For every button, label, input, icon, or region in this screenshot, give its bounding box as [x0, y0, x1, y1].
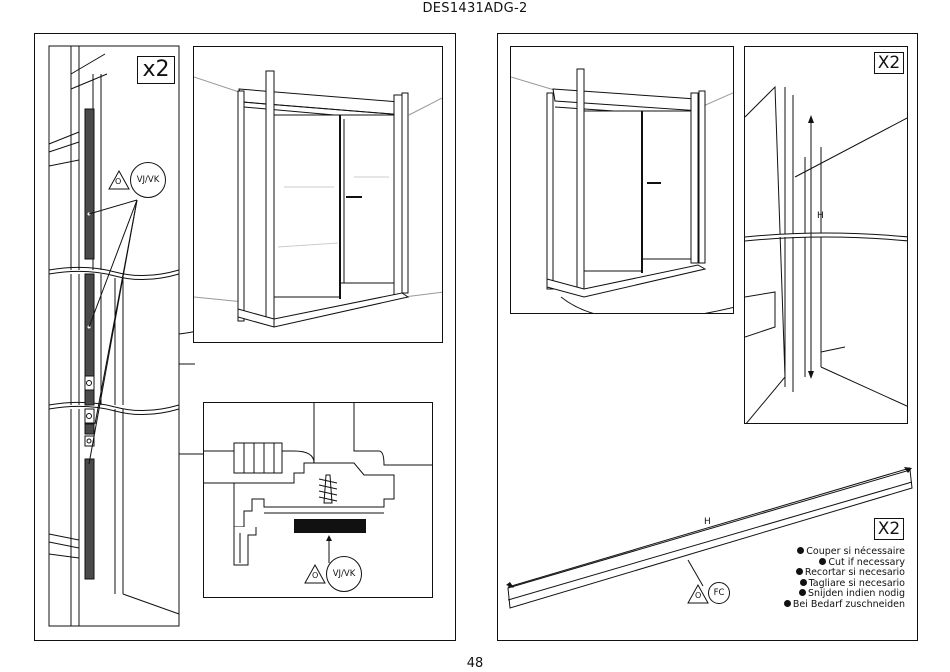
shower-overview-drawing	[511, 68, 733, 313]
page-number: 48	[466, 656, 484, 671]
bullet-icon	[795, 568, 803, 576]
left-instruction-panel: x2 O VJ/VK	[34, 33, 456, 641]
right-instruction-panel: H X2 H O FC X2 Couper si nécessaire Cut …	[497, 33, 918, 641]
instruction-en: Cut if necessary	[784, 557, 905, 569]
reference-circle-vjvk: VJ/VK	[130, 162, 166, 198]
instruction-fr: Couper si nécessaire	[784, 546, 905, 558]
quantity-box-left: x2	[137, 56, 175, 84]
reference-circle-vjvk-detail: VJ/VK	[326, 556, 362, 592]
bullet-icon	[799, 589, 806, 597]
document-title: DES1431ADG-2	[422, 1, 528, 16]
height-measure-view: H	[744, 46, 908, 424]
instruction-nl: Snijden indien nodig	[784, 589, 905, 600]
quantity-box-right-top: X2	[874, 52, 904, 74]
reference-circle-fc: FC	[708, 582, 730, 604]
bullet-icon	[797, 547, 805, 554]
wall-strip-illustration	[48, 45, 241, 627]
shower-overview-view	[510, 46, 734, 314]
instruction-it: Tagliare si necesario	[784, 578, 905, 590]
warning-letter-detail: O	[312, 571, 319, 580]
instruction-de: Bei Bedarf zuschneiden	[783, 599, 905, 611]
warning-triangle-icon	[108, 169, 130, 190]
profile-section-detail-view	[203, 402, 433, 598]
bullet-icon	[783, 599, 791, 607]
height-measure-drawing	[745, 85, 907, 423]
instruction-es: Recortar si necesario	[784, 567, 905, 579]
shower-enclosure-drawing	[194, 70, 442, 328]
warning-triangle-icon-detail	[304, 563, 326, 584]
bullet-icon	[799, 578, 807, 586]
warning-letter-right: O	[695, 591, 702, 600]
height-dimension-label: H	[817, 211, 824, 221]
quantity-box-right-bottom: X2	[874, 518, 904, 540]
shower-installation-view	[193, 46, 443, 343]
profile-section-drawing	[204, 403, 432, 566]
cut-profile-drawing	[506, 467, 913, 609]
cut-instructions-list: Couper si nécessaire Cut if necessary Re…	[783, 546, 905, 611]
profile-length-label: H	[704, 517, 711, 527]
warning-triangle-icon-right	[687, 583, 709, 604]
bullet-icon	[819, 557, 827, 565]
warning-letter-left: O	[115, 177, 122, 186]
